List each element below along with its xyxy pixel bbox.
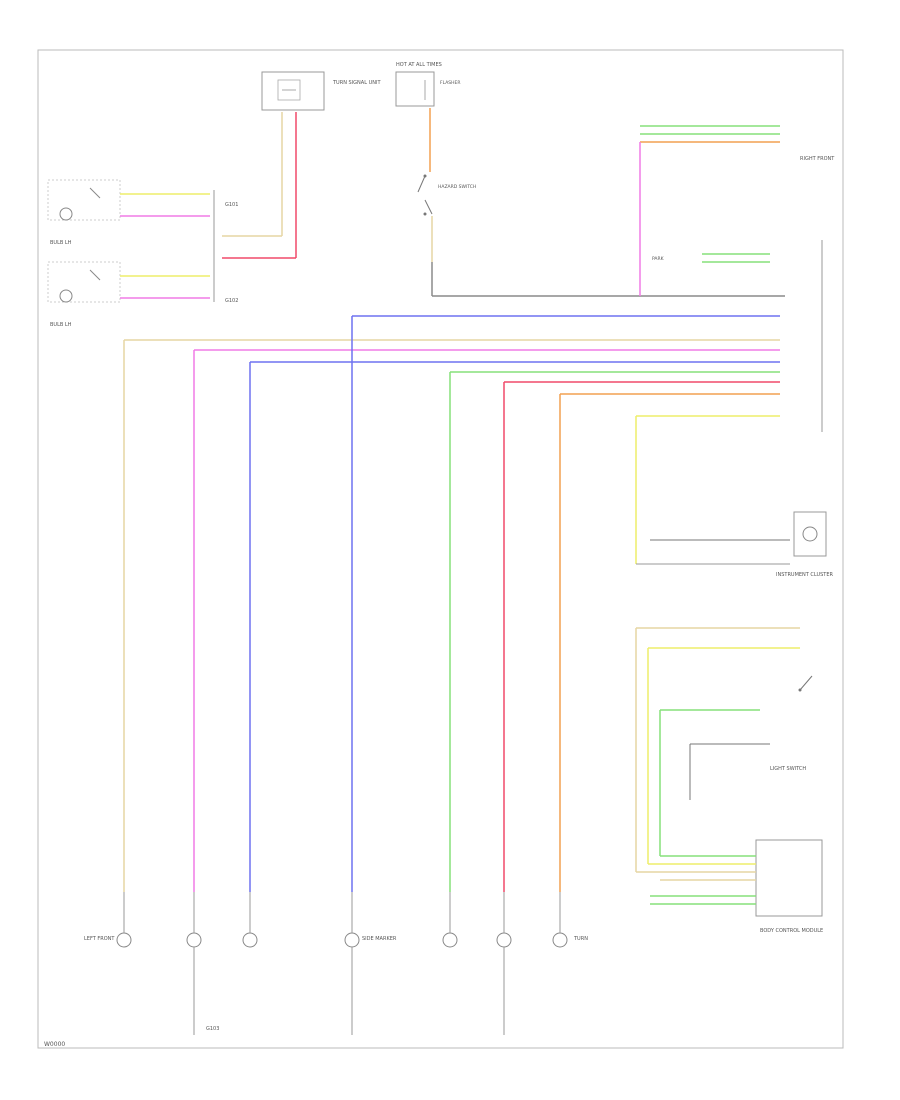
fuse-box: HOT AT ALL TIMES FLASHER [395, 62, 461, 107]
turn-label: TURN [573, 936, 588, 942]
side-marker-label: SIDE MARKER [362, 936, 397, 942]
instrument-cluster-label: INSTRUMENT CLUSTER [776, 572, 834, 578]
g102-label: G102 [225, 298, 238, 304]
bulb-group-upper: BULB LH G101 [47, 179, 238, 246]
bulb-wires [120, 112, 297, 302]
light-switch: LIGHT SWITCH [635, 627, 813, 872]
hazard-switch: HAZARD SWITCH [417, 174, 476, 216]
bulb-upper-label: BULB LH [50, 240, 72, 246]
bulb-group-lower: BULB LH G102 [47, 261, 238, 328]
bus-lines [124, 315, 780, 417]
park-label: PARK [652, 256, 665, 262]
left-front-label: LEFT FRONT [84, 936, 115, 942]
diagram-id: W0000 [44, 1041, 65, 1048]
vertical-drops [123, 316, 561, 892]
fuse-desc: FLASHER [440, 80, 461, 86]
fuse-box-label: HOT AT ALL TIMES [396, 62, 442, 68]
mid-right-connector: PARK [652, 253, 770, 263]
bottom-bulbs: LEFT FRONT SIDE MARKER TURN G103 [84, 892, 588, 1035]
relay-label: TURN SIGNAL UNIT [332, 80, 381, 86]
body-control-module: BODY CONTROL MODULE [636, 839, 823, 934]
right-front-label: RIGHT FRONT [800, 156, 835, 162]
top-right-connector: RIGHT FRONT [639, 125, 835, 296]
bcm-label: BODY CONTROL MODULE [760, 928, 823, 934]
bulb-lower-label: BULB LH [50, 322, 72, 328]
instrument-cluster: INSTRUMENT CLUSTER [635, 416, 834, 578]
hazard-switch-label: HAZARD SWITCH [438, 184, 476, 190]
light-switch-label: LIGHT SWITCH [770, 766, 806, 772]
relay-component: TURN SIGNAL UNIT [261, 71, 381, 111]
diagram-frame [37, 49, 844, 1049]
g101-label: G101 [225, 202, 238, 208]
g103-label: G103 [206, 1026, 219, 1032]
